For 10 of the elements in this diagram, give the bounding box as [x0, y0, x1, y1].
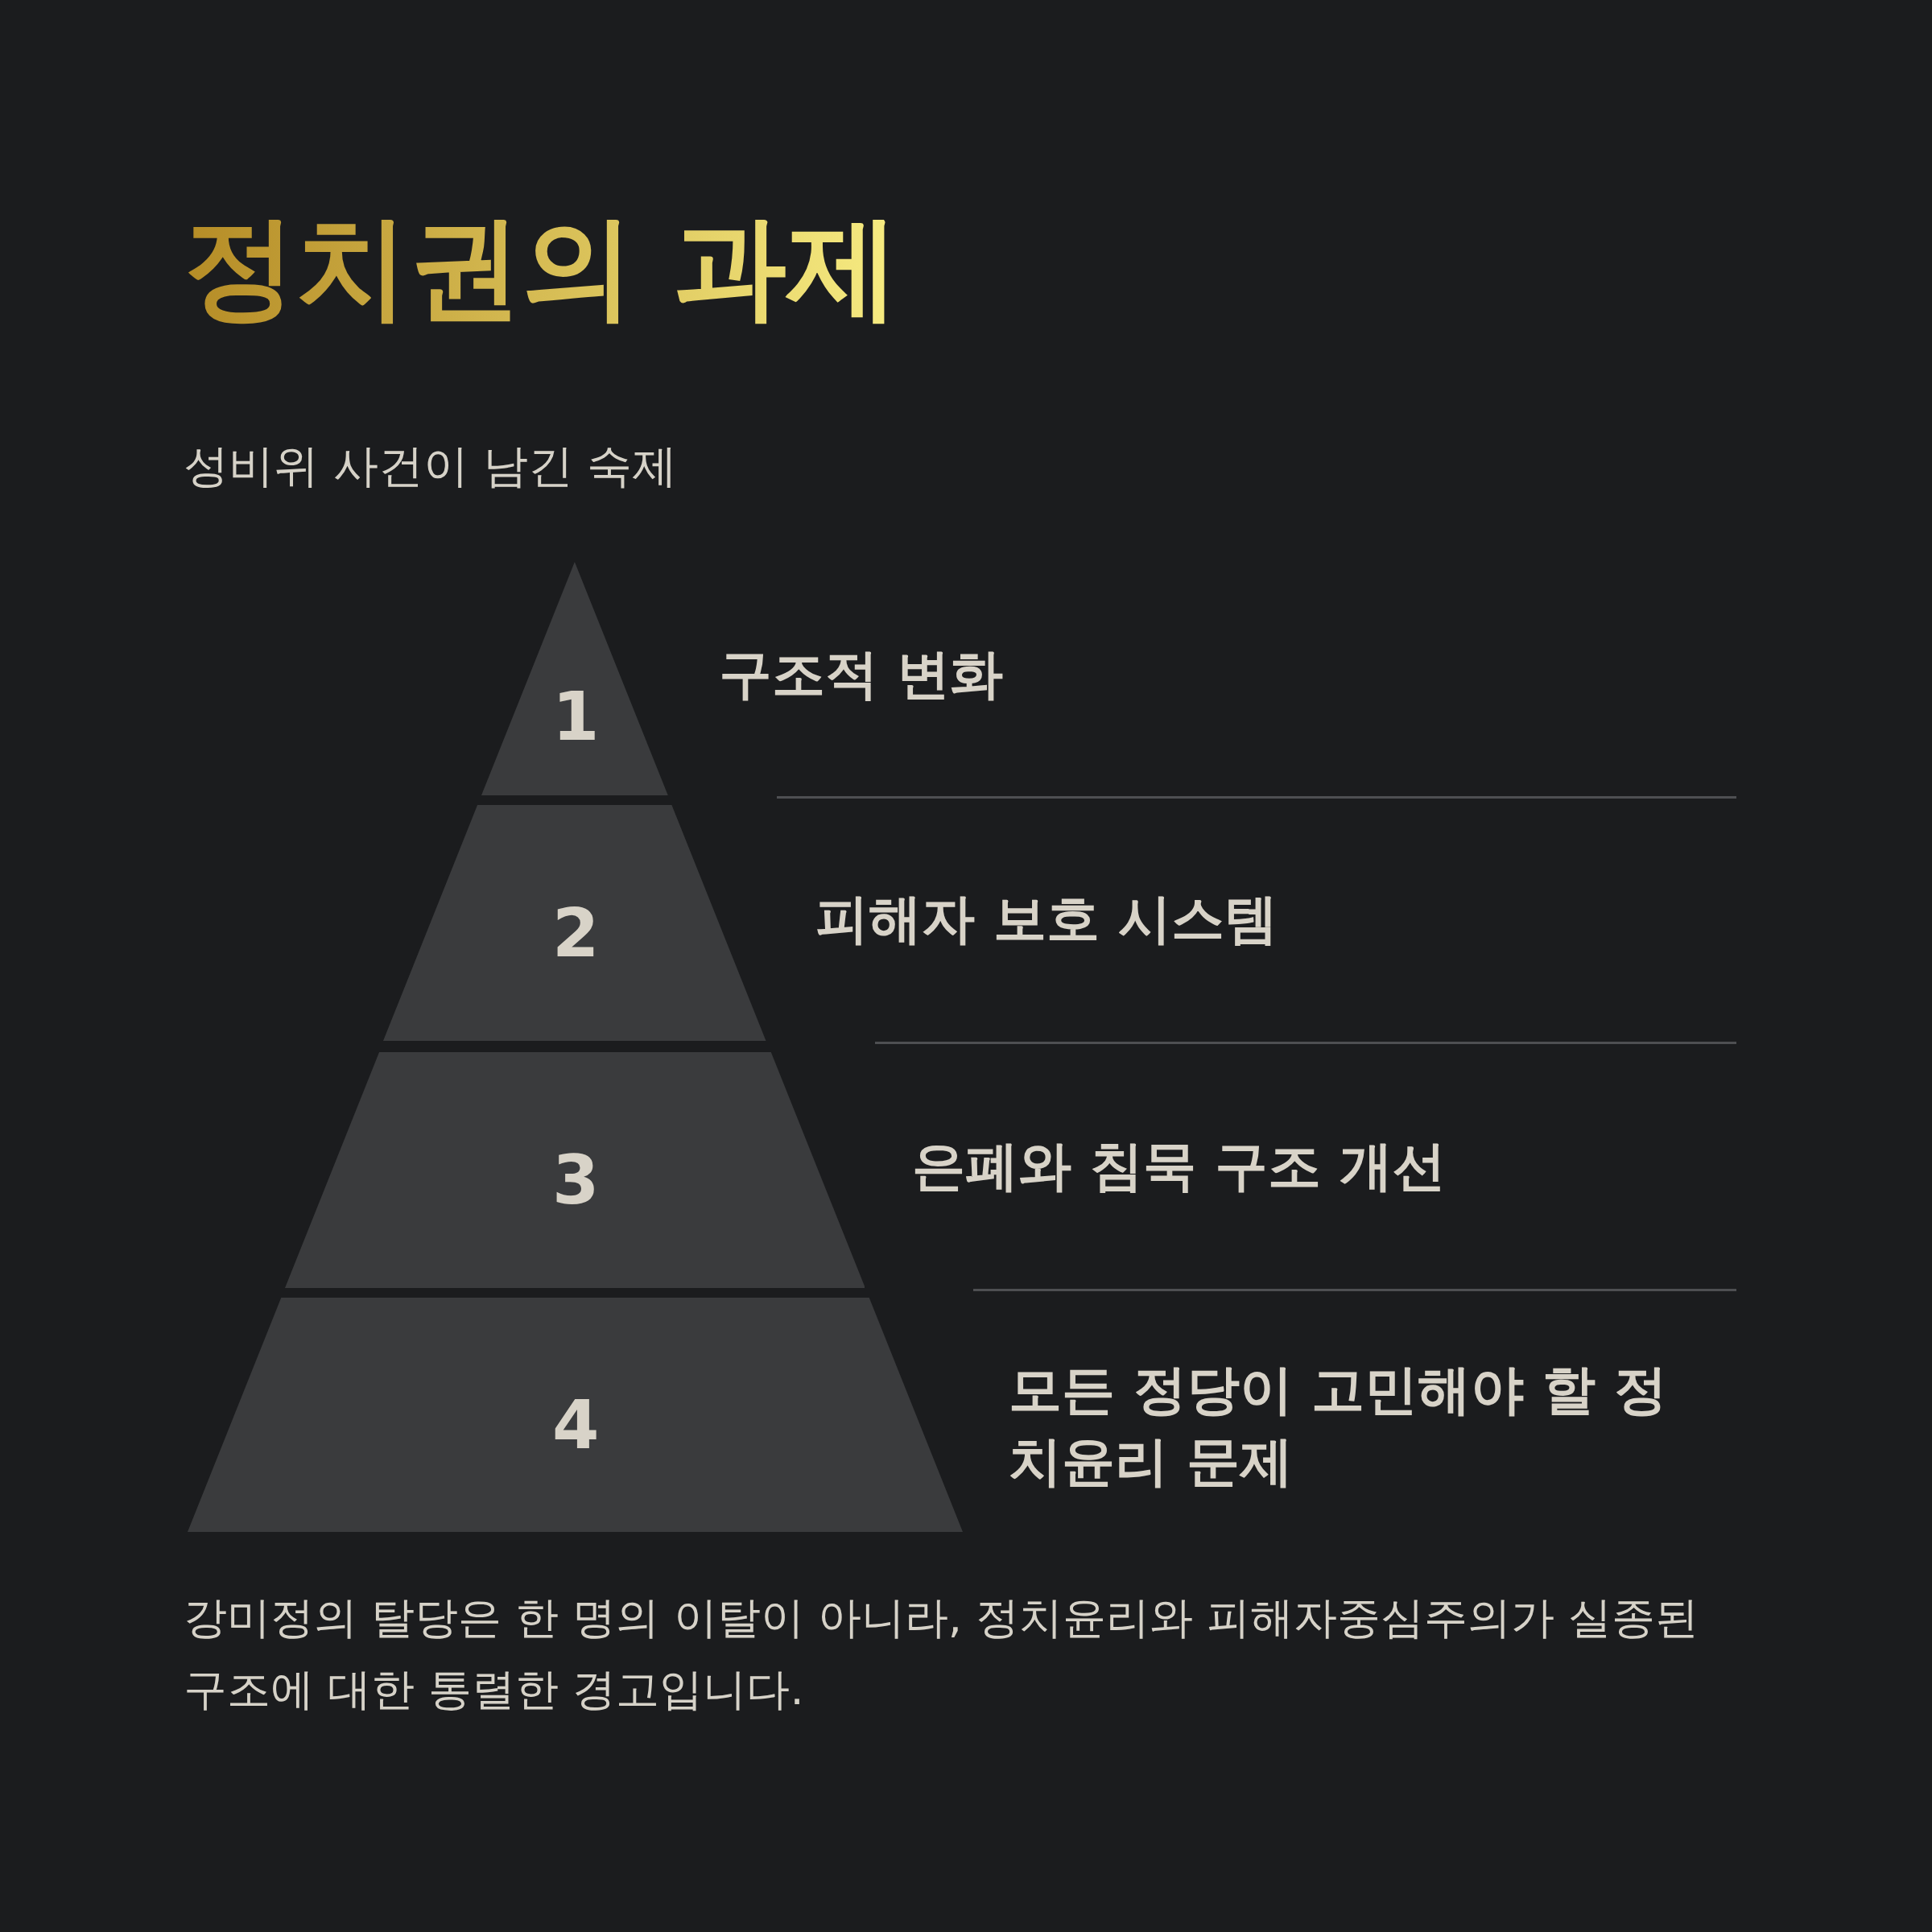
tier-label: 구조적 변화	[719, 642, 1004, 707]
tier-label: 피해자 보호 시스템	[815, 886, 1278, 952]
tier-number: 4	[552, 1390, 600, 1459]
tier-number: 2	[552, 898, 600, 967]
caption: 강미정의 탈당은 한 명의 이탈이 아니라, 정치윤리와 피해자중심주의가 실종된 구조에 대한 통렬한 경고입니다.	[184, 1591, 1700, 1717]
tier-label: 모든 정당이 고민해야 할 정치윤리 문제	[1009, 1358, 1668, 1495]
subtitle: 성비위 사건이 남긴 숙제	[184, 439, 678, 493]
tier-label: 은폐와 침묵 구조 개선	[912, 1133, 1447, 1199]
tier-number: 3	[552, 1146, 600, 1214]
tier-number: 1	[552, 683, 600, 750]
